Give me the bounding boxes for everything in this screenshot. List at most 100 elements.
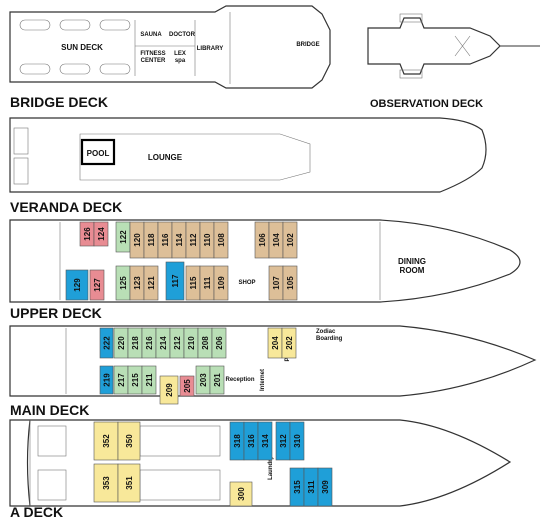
cabin-number-124: 124 (97, 227, 106, 241)
main-deck: Purser Zodiac Boarding Reception Interne… (9, 325, 537, 418)
sun-deck-label: SUN DECK (61, 43, 103, 52)
observation-platform (399, 69, 423, 79)
bridge-label: BRIDGE (296, 42, 319, 48)
cabin-117 (165, 261, 185, 301)
veranda-deck-title: VERANDA DECK (10, 199, 122, 215)
zodiac-boarding-label-2: Boarding (316, 336, 343, 342)
cabin-number-316: 316 (247, 434, 256, 448)
cabin-number-310: 310 (293, 434, 302, 448)
cabin-352 (93, 421, 119, 461)
sun-lounger (59, 19, 91, 31)
observation-rail (454, 35, 471, 57)
cabin-219 (99, 365, 114, 395)
cabin-number-215: 215 (131, 373, 140, 387)
cabin-number-353: 353 (102, 476, 111, 490)
veranda-deck-outline (9, 117, 487, 193)
cabin-number-120: 120 (133, 233, 142, 247)
cabin-number-123: 123 (133, 276, 142, 290)
lex-spa-label-1: LEX (174, 51, 186, 57)
cabin-105 (282, 265, 298, 301)
lifeboat (13, 157, 29, 185)
zodiac-boarding-label-1: Zodiac (316, 329, 336, 335)
cabin-number-222: 222 (103, 336, 112, 350)
cabin-number-212: 212 (173, 336, 182, 350)
cabin-number-203: 203 (199, 373, 208, 387)
cabin-108 (213, 221, 229, 259)
cabin-number-126: 126 (83, 227, 92, 241)
cabin-number-116: 116 (161, 233, 170, 246)
internet-label: Internet (260, 369, 266, 391)
library-label: LIBRARY (197, 46, 223, 52)
observation-deck-outline (367, 17, 501, 75)
cabin-number-118: 118 (147, 233, 156, 246)
crew-berth (37, 469, 67, 501)
cabin-number-217: 217 (117, 373, 126, 387)
cabin-353 (93, 463, 119, 503)
fitness-center-label-1: FITNESS (140, 51, 165, 57)
cabin-number-211: 211 (145, 373, 154, 386)
sun-lounger (99, 63, 131, 75)
cabin-number-216: 216 (145, 336, 154, 350)
cabin-number-121: 121 (147, 276, 156, 290)
observation-deck: OBSERVATION DECK (367, 13, 540, 110)
sun-lounger (59, 63, 91, 75)
cabin-number-315: 315 (293, 480, 302, 494)
doctor-label: DOCTOR (169, 32, 196, 38)
cabin-number-112: 112 (189, 233, 198, 246)
cabin-number-102: 102 (286, 233, 295, 247)
fitness-center-label-2: CENTER (141, 58, 166, 64)
bridge-deck-outline (9, 5, 331, 89)
cabin-number-201: 201 (213, 373, 222, 387)
cabin-number-115: 115 (189, 276, 198, 289)
main-deck-title: MAIN DECK (10, 402, 89, 418)
lex-spa-label-2: spa (175, 58, 186, 64)
upper-deck-title: UPPER DECK (10, 305, 102, 321)
lounge-label: LOUNGE (148, 153, 183, 162)
cabin-number-109: 109 (217, 276, 226, 290)
cabin-number-318: 318 (233, 434, 242, 448)
cabin-351 (117, 463, 141, 503)
cabin-number-205: 205 (183, 379, 192, 393)
dining-room-label-2: ROOM (400, 266, 425, 275)
observation-platform (399, 13, 423, 23)
cabin-309 (317, 467, 333, 507)
cabin-314 (257, 421, 273, 461)
cabin-109 (213, 265, 229, 301)
cabin-number-218: 218 (131, 336, 140, 350)
cabin-number-127: 127 (93, 278, 102, 292)
veranda-deck: POOL LOUNGE VERANDA DECK (9, 117, 487, 215)
cabin-number-309: 309 (321, 480, 330, 494)
sauna-label: SAUNA (140, 32, 162, 38)
cabin-number-111: 111 (203, 276, 212, 289)
cabin-number-214: 214 (159, 336, 168, 350)
cabin-202 (281, 327, 297, 359)
cabin-number-206: 206 (215, 336, 224, 350)
cabin-number-220: 220 (117, 336, 126, 350)
cabin-205 (179, 375, 195, 397)
shop-label: SHOP (238, 280, 255, 286)
cabin-350 (117, 421, 141, 461)
cabin-121 (143, 265, 159, 301)
dining-room-label-1: DINING (398, 257, 426, 266)
cabin-number-209: 209 (165, 383, 174, 397)
cabin-number-300: 300 (237, 487, 246, 501)
cabin-number-114: 114 (175, 233, 184, 246)
a-deck-title: A DECK (10, 504, 63, 520)
cabin-number-314: 314 (261, 434, 270, 448)
cabin-number-129: 129 (73, 278, 82, 292)
cabin-number-350: 350 (125, 434, 134, 448)
cabin-number-204: 204 (271, 336, 280, 350)
cabin-number-352: 352 (102, 434, 111, 448)
cabin-127 (89, 269, 105, 301)
cabin-124 (93, 221, 109, 247)
cabin-number-106: 106 (258, 233, 267, 247)
sun-lounger (99, 19, 131, 31)
lifeboat (13, 127, 29, 155)
cabin-102 (282, 221, 298, 259)
sun-lounger (19, 63, 51, 75)
